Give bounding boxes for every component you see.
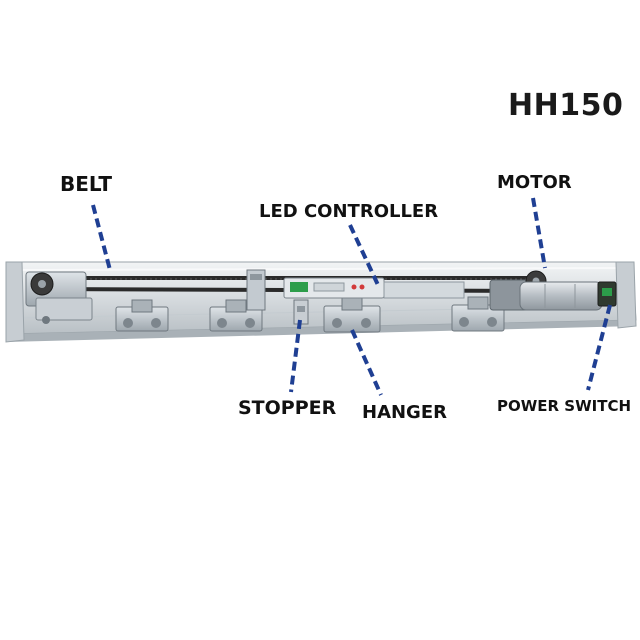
- leader-lines: [91, 197, 612, 396]
- label-belt: BELT: [60, 172, 112, 196]
- leader-power-switch: [586, 304, 612, 391]
- motor: [489, 270, 603, 311]
- leader-led-controller: [348, 224, 380, 286]
- label-motor: MOTOR: [497, 172, 572, 193]
- product-model-title: HH150: [508, 88, 624, 123]
- idler-pulley: [25, 271, 93, 324]
- label-stopper: STOPPER: [238, 397, 337, 419]
- led-controller: [283, 277, 465, 299]
- label-power-switch: POWER SWITCH: [497, 397, 632, 415]
- leader-hanger: [350, 329, 383, 396]
- leader-belt: [91, 204, 112, 271]
- hanger-2: [209, 299, 263, 332]
- label-hanger: HANGER: [362, 402, 447, 423]
- belt-clamp-bracket: [246, 269, 266, 311]
- leader-motor: [531, 197, 547, 269]
- label-led-controller: LED CONTROLLER: [259, 201, 439, 222]
- hanger-1: [115, 299, 169, 332]
- hanger-4: [451, 296, 505, 332]
- power-switch: [597, 281, 617, 307]
- hanger-3: [323, 297, 381, 333]
- leader-stopper: [289, 319, 302, 393]
